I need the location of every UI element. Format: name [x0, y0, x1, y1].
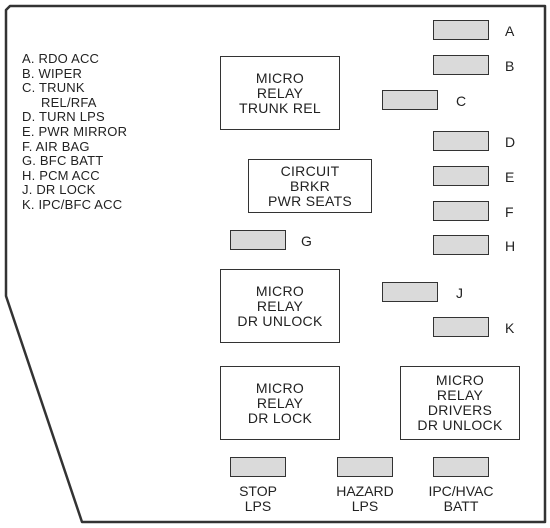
fuse-b	[433, 55, 489, 75]
fuse-k	[433, 317, 489, 337]
fuse-legend: A. RDO ACC B. WIPER C. TRUNK REL/RFA D. …	[22, 51, 128, 213]
fuse-f-label: F	[505, 204, 514, 220]
fuse-c	[382, 90, 438, 110]
hazard-lps-line2: LPS	[351, 498, 379, 514]
fuse-k-label: K	[505, 320, 515, 336]
legend-item-c: C. TRUNK	[22, 80, 85, 96]
fuse-e	[433, 166, 489, 186]
fuse-b-label: B	[505, 58, 515, 74]
fuse-c-label: C	[456, 93, 467, 109]
fuse-j-label: J	[456, 285, 463, 301]
fuse-d	[433, 131, 489, 151]
legend-item-a: A. RDO ACC	[22, 51, 100, 66]
relay-drivers-line1: MICRO	[435, 372, 485, 388]
fuse-hazard-lps	[337, 457, 393, 477]
circuit-breaker-pwr-seats: CIRCUIT BRKR PWR SEATS	[248, 159, 372, 213]
legend-item-b: B. WIPER	[22, 65, 83, 81]
relay-trunk-rel-line2: RELAY	[256, 84, 304, 101]
stop-lps-label: STOP LPS	[213, 484, 303, 514]
fuse-g-label: G	[301, 233, 312, 249]
relay-dr-unlock: MICRO RELAY DR UNLOCK	[220, 269, 340, 343]
legend-item-h: H. PCM ACC	[22, 167, 100, 183]
relay-dr-unlock-line1: MICRO	[255, 282, 305, 299]
hazard-lps-line1: HAZARD	[336, 483, 394, 499]
relay-trunk-rel-line3: TRUNK REL	[238, 99, 322, 116]
fuse-a-label: A	[505, 23, 515, 39]
fuse-e-label: E	[505, 169, 515, 185]
fuse-j	[382, 282, 438, 302]
stop-lps-line2: LPS	[244, 498, 272, 514]
fuse-a	[433, 20, 489, 40]
legend-item-j: J. DR LOCK	[22, 182, 96, 198]
fuse-h	[433, 235, 489, 255]
ipc-hvac-batt-line1: IPC/HVAC	[428, 483, 494, 499]
relay-dr-unlock-line3: DR UNLOCK	[237, 312, 323, 329]
fuse-stop-lps	[230, 457, 286, 477]
relay-trunk-rel: MICRO RELAY TRUNK REL	[220, 56, 340, 130]
fuse-f	[433, 201, 489, 221]
fuse-ipc-hvac-batt	[433, 457, 489, 477]
legend-item-c-cont: REL/RFA	[22, 94, 97, 110]
legend-item-k: K. IPC/BFC ACC	[22, 196, 123, 212]
relay-dr-lock: MICRO RELAY DR LOCK	[220, 366, 340, 440]
legend-item-g: G. BFC BATT	[22, 153, 104, 169]
circuit-breaker-line3: PWR SEATS	[267, 192, 353, 209]
relay-dr-lock-line3: DR LOCK	[247, 409, 313, 426]
relay-dr-unlock-line2: RELAY	[256, 297, 304, 314]
relay-drivers-line3: DRIVERS	[427, 402, 493, 418]
relay-dr-lock-line2: RELAY	[256, 394, 304, 411]
fuse-h-label: H	[505, 238, 516, 254]
ipc-hvac-batt-line2: BATT	[443, 498, 479, 514]
relay-dr-lock-line1: MICRO	[255, 379, 305, 396]
circuit-breaker-line1: CIRCUIT	[280, 162, 340, 179]
relay-trunk-rel-line1: MICRO	[255, 69, 305, 86]
relay-drivers-line2: RELAY	[436, 387, 484, 403]
ipc-hvac-batt-label: IPC/HVAC BATT	[416, 484, 506, 514]
legend-item-f: F. AIR BAG	[22, 138, 90, 154]
fuse-d-label: D	[505, 134, 516, 150]
relay-drivers-line4: DR UNLOCK	[417, 417, 503, 433]
relay-drivers-dr-unlock: MICRO RELAY DRIVERS DR UNLOCK	[400, 366, 520, 440]
circuit-breaker-line2: BRKR	[289, 177, 331, 194]
hazard-lps-label: HAZARD LPS	[320, 484, 410, 514]
legend-item-e: E. PWR MIRROR	[22, 123, 128, 139]
fuse-g	[230, 230, 286, 250]
legend-item-d: D. TURN LPS	[22, 109, 105, 125]
stop-lps-line1: STOP	[239, 483, 277, 499]
